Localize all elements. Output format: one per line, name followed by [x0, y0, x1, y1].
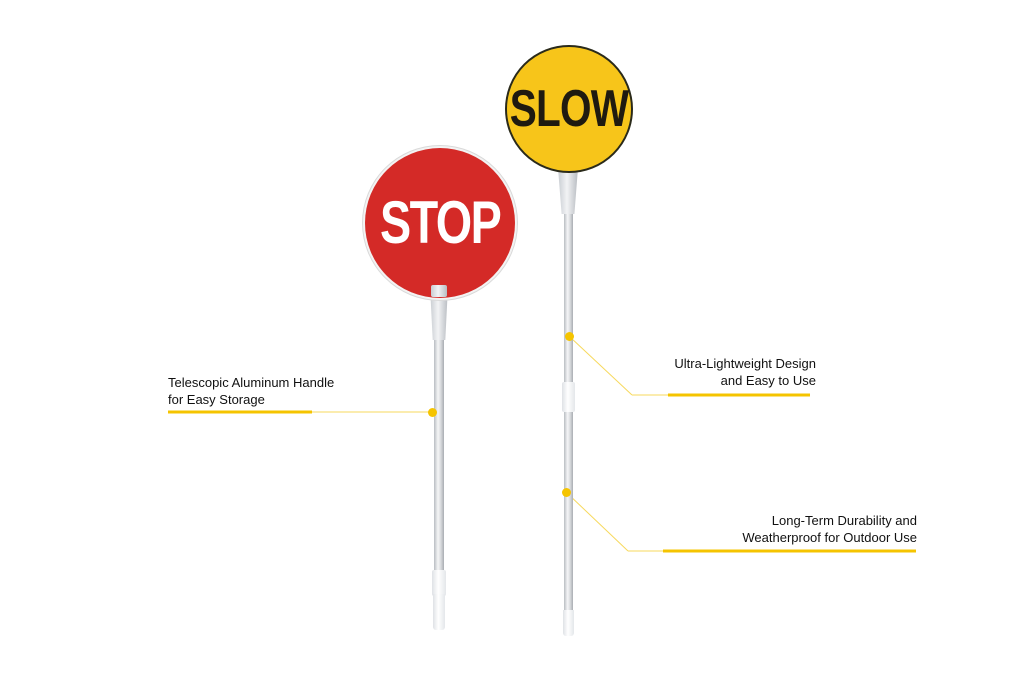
- slow-pole-grip: [563, 610, 574, 636]
- stop-mount-bracket: [430, 286, 448, 340]
- callout-line: Ultra-Lightweight Design: [674, 356, 816, 371]
- callout-durability-label: Long-Term Durability and Weatherproof fo…: [742, 512, 917, 546]
- slow-sign: SLOW: [505, 45, 633, 173]
- slow-sign-text: SLOW: [509, 80, 629, 138]
- callout-line: Weatherproof for Outdoor Use: [742, 530, 917, 545]
- stop-mount-plate: [431, 285, 447, 297]
- callout-dot-durability: [562, 488, 571, 497]
- stop-pole-joint: [432, 570, 446, 596]
- slow-pole-joint: [562, 382, 575, 412]
- callout-dot-lightweight: [565, 332, 574, 341]
- callout-line: Telescopic Aluminum Handle: [168, 375, 335, 390]
- slow-pole: [564, 205, 573, 625]
- stop-pole: [434, 330, 444, 575]
- stop-sign: STOP: [365, 148, 515, 298]
- slow-mount-bracket: [558, 168, 578, 214]
- callout-handle-label: Telescopic Aluminum Handle for Easy Stor…: [168, 374, 334, 408]
- stop-pole-grip: [433, 594, 445, 630]
- callout-lightweight-label: Ultra-Lightweight Design and Easy to Use: [674, 355, 816, 389]
- callout-line: and Easy to Use: [720, 373, 816, 388]
- callout-line: Long-Term Durability and: [771, 513, 917, 528]
- callout-line: for Easy Storage: [168, 392, 265, 407]
- stop-sign-text: STOP: [379, 189, 502, 256]
- callout-dot-handle: [428, 408, 437, 417]
